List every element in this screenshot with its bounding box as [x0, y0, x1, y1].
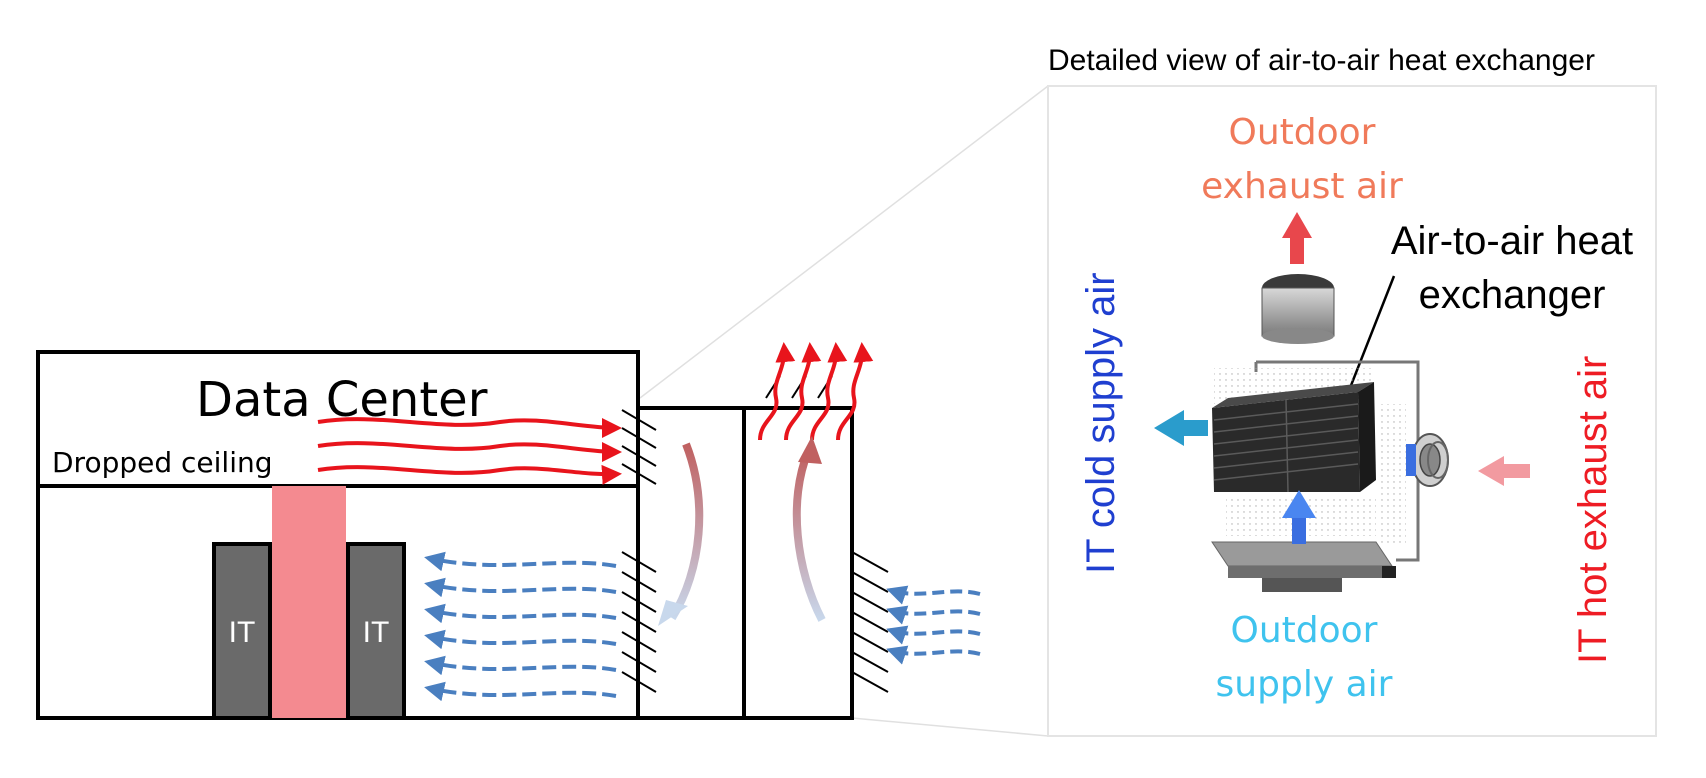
it-hot-exhaust-label: IT hot exhaust air [1571, 356, 1615, 664]
heat-exchanger-label-1: Air-to-air heat [1391, 219, 1633, 263]
hot-air-exhaust-arrows [758, 342, 874, 441]
upflow-arrowhead [798, 436, 822, 464]
it-right-label: IT [363, 616, 390, 649]
zoom-line-top [639, 85, 1049, 399]
outdoor-supply-label-2: supply air [1216, 664, 1393, 705]
hot-aisle-column [272, 486, 346, 718]
it-rack-right [346, 542, 406, 720]
outdoor-supply-label-1: Outdoor [1231, 610, 1378, 651]
heat-exchanger-illustration [1154, 212, 1530, 592]
louvers [621, 375, 889, 693]
vent-openings [636, 406, 854, 712]
zoom-line-bottom [851, 717, 1049, 737]
outdoor-exhaust-label-2: exhaust air [1201, 166, 1403, 207]
downflow-arrow [668, 442, 704, 621]
detail-view-frame [1047, 85, 1657, 737]
detail-view-title: Detailed view of air-to-air heat exchang… [1048, 44, 1595, 77]
downflow-arrowhead [658, 600, 688, 626]
cold-supply-arrows [424, 551, 617, 702]
it-cold-supply-label: IT cold supply air [1079, 272, 1123, 574]
it-left-label: IT [229, 616, 256, 649]
hot-air-plenum-arrows [317, 417, 622, 485]
outdoor-supply-arrows [886, 585, 981, 665]
it-rack-left [212, 542, 272, 720]
outdoor-exhaust-label-1: Outdoor [1229, 112, 1376, 153]
dropped-ceiling-label: Dropped ceiling [52, 446, 273, 479]
heat-exchanger-label-2: exchanger [1419, 273, 1606, 317]
upflow-arrow [792, 450, 826, 622]
